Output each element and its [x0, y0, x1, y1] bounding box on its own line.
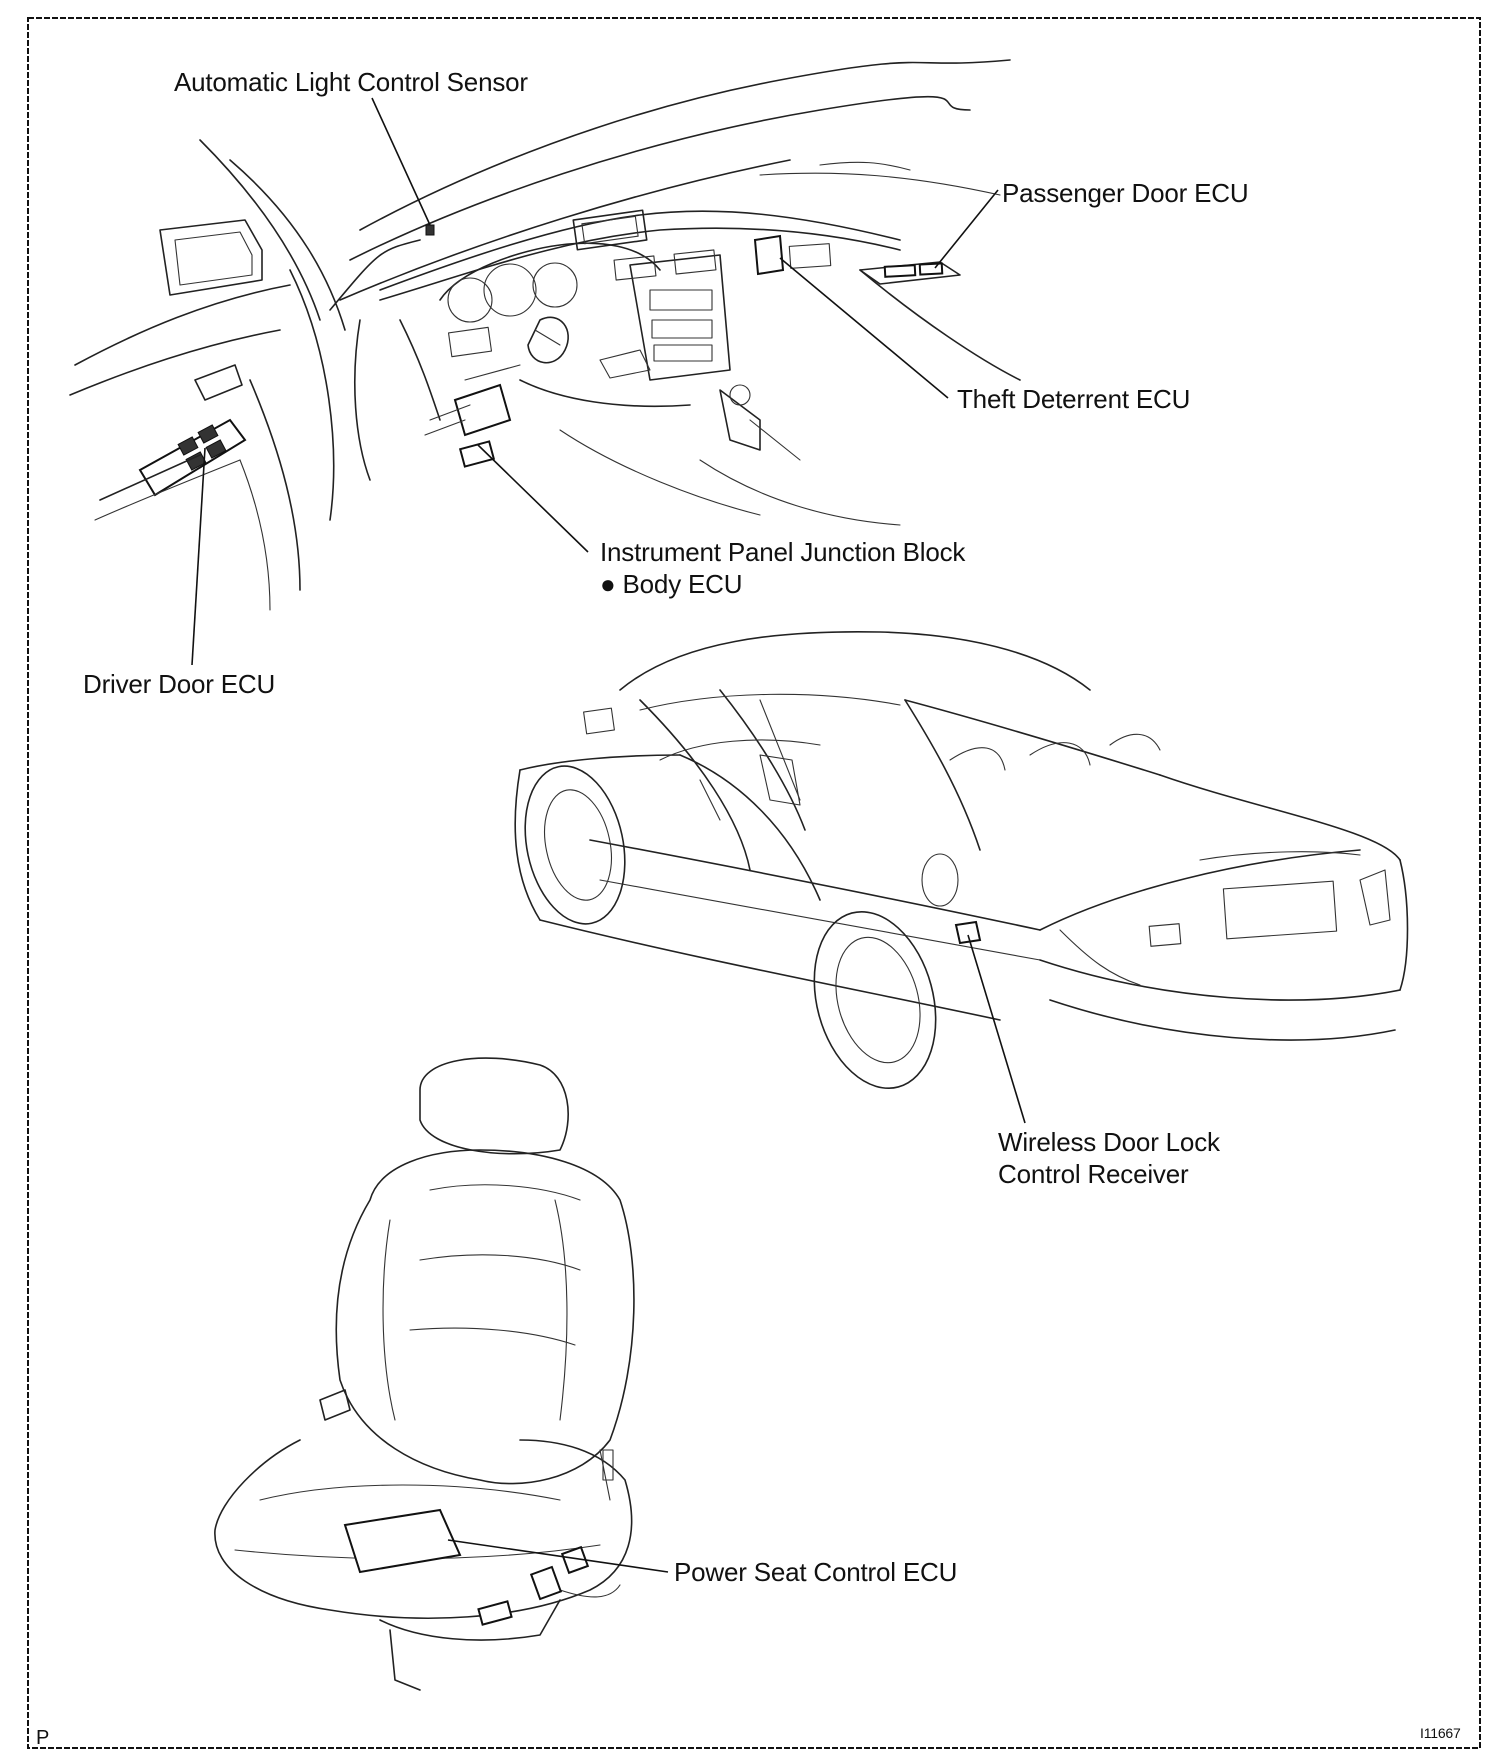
label-wireless-receiver-line1: Wireless Door Lock — [998, 1127, 1220, 1157]
leader-lines — [191, 97, 1026, 1573]
label-body-ecu-row: ● Body ECU — [600, 568, 743, 600]
driver-door-illustration — [69, 139, 346, 611]
leader-passenger-door-ecu — [934, 189, 999, 269]
label-body-ecu: Body ECU — [622, 569, 743, 599]
corner-letter: P — [36, 1727, 50, 1749]
leader-theft-deterrent-ecu — [779, 257, 949, 399]
dashboard-illustration — [329, 59, 1021, 526]
label-driver-door-ecu: Driver Door ECU — [83, 669, 276, 699]
bullet-icon: ● — [600, 569, 623, 599]
figure-number: I11667 — [1420, 1725, 1461, 1741]
leader-auto-light-sensor — [371, 97, 431, 226]
car-illustration — [514, 630, 1409, 1090]
label-wireless-receiver-line2: Control Receiver — [998, 1159, 1189, 1189]
seat-illustration — [214, 1057, 635, 1691]
leader-power-seat-ecu — [447, 1539, 669, 1573]
label-passenger-door-ecu: Passenger Door ECU — [1002, 178, 1249, 208]
label-junction-block: Instrument Panel Junction Block — [600, 537, 966, 567]
leader-junction-block — [477, 444, 589, 553]
diagram-frame — [27, 17, 1481, 1749]
label-power-seat-ecu: Power Seat Control ECU — [674, 1557, 958, 1587]
leader-driver-door-ecu — [191, 447, 206, 666]
label-auto-light-sensor: Automatic Light Control Sensor — [174, 67, 528, 97]
label-theft-deterrent-ecu: Theft Deterrent ECU — [957, 384, 1191, 414]
leader-wireless-receiver — [967, 934, 1026, 1124]
